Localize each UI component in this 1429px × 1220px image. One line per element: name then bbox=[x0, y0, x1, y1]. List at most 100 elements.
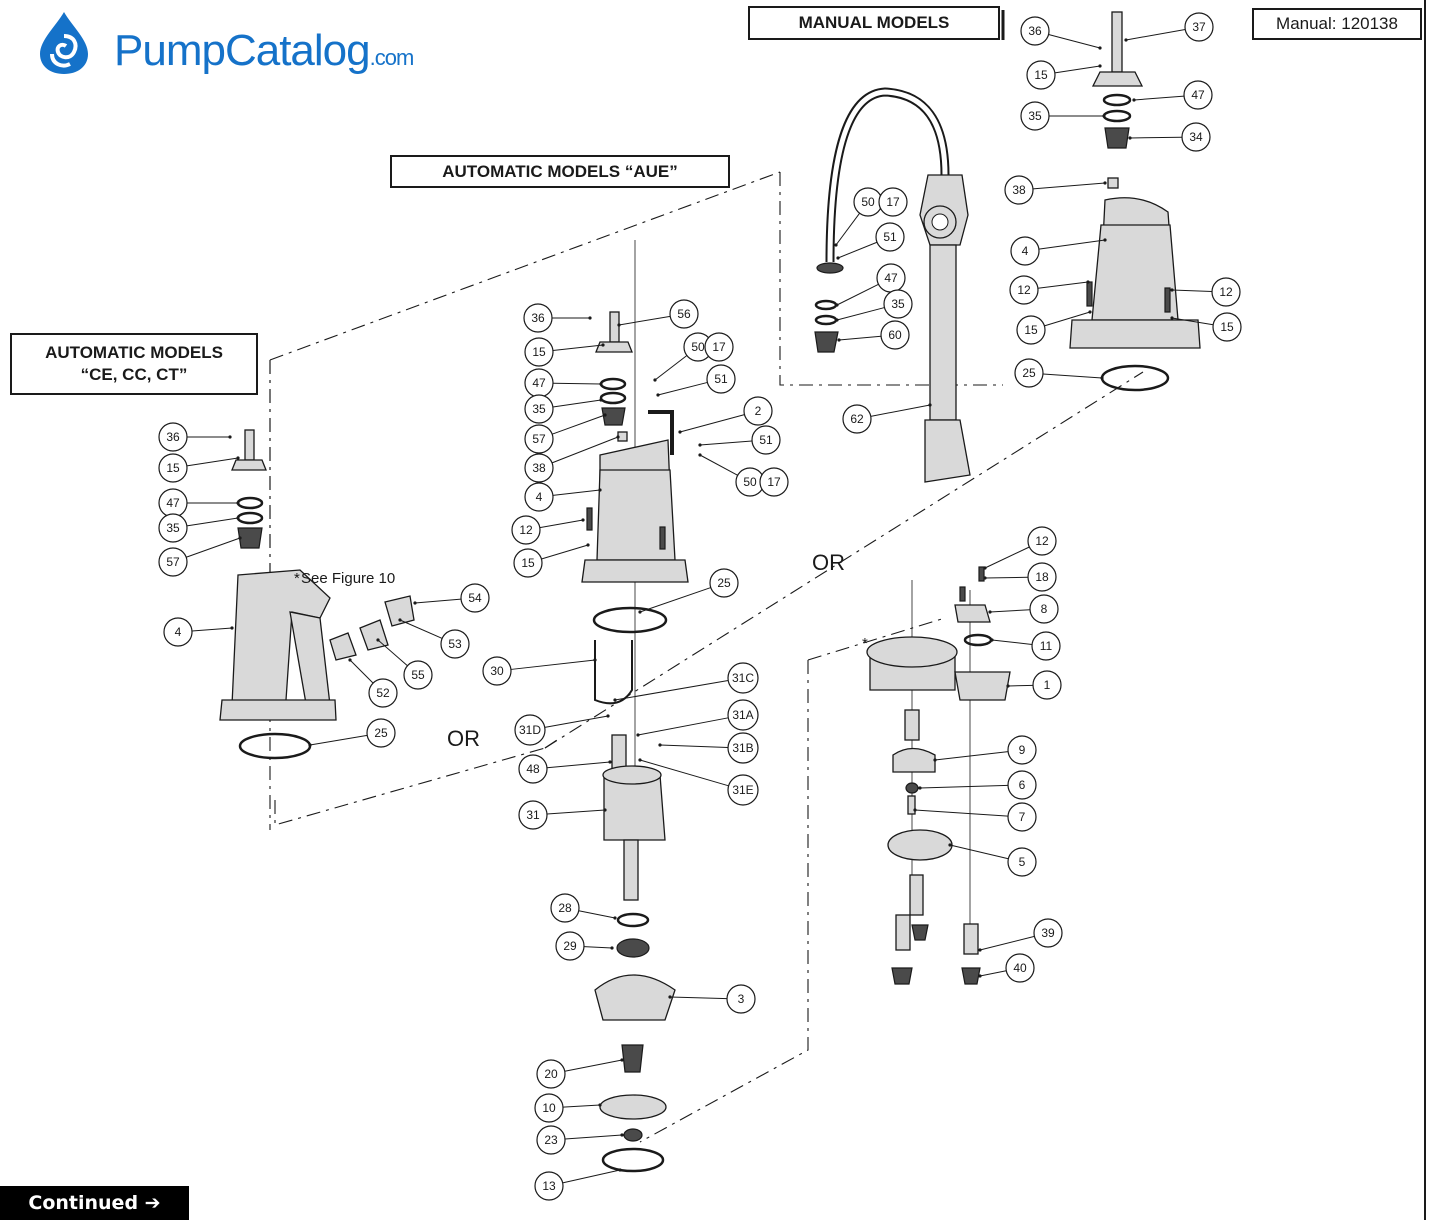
callout-label-m37: 37 bbox=[1192, 20, 1206, 34]
callout-leader-line bbox=[1129, 136, 1183, 139]
callout-leader-arrow bbox=[1098, 46, 1102, 50]
or-label-2: OR bbox=[447, 726, 480, 751]
callout-leader-arrow bbox=[1100, 376, 1104, 380]
callout-leader-arrow bbox=[586, 543, 590, 547]
callout-label-s20: 20 bbox=[544, 1067, 558, 1081]
callout-leader-arrow bbox=[933, 758, 937, 762]
callout-leader-line bbox=[979, 970, 1007, 977]
callout-label-c53: 53 bbox=[448, 637, 462, 651]
callout-bubble bbox=[1016, 315, 1046, 345]
callout-bubble bbox=[706, 364, 736, 394]
callout-leader-arrow bbox=[656, 393, 660, 397]
callout-leader-arrow bbox=[618, 1168, 622, 1172]
callout-leader-line bbox=[837, 241, 878, 259]
volute-group-outline bbox=[639, 617, 946, 1143]
callout-leader-line bbox=[552, 344, 604, 351]
callout-leader-arrow bbox=[376, 638, 380, 642]
callout-leader-arrow bbox=[598, 1103, 602, 1107]
callout-leader-line bbox=[562, 1169, 621, 1184]
callout-bubble bbox=[158, 547, 188, 577]
aue-group-outline bbox=[269, 171, 1003, 826]
callout-label-a50a: 50 bbox=[691, 340, 705, 354]
callout-bubble bbox=[513, 548, 543, 578]
callout-label-g11: 11 bbox=[1040, 639, 1053, 653]
callout-bubble bbox=[524, 482, 554, 512]
callout-bubble bbox=[751, 425, 781, 455]
callout-bubble bbox=[1004, 175, 1034, 205]
callout-label-s23: 23 bbox=[544, 1133, 558, 1147]
callout-bubble bbox=[518, 800, 548, 830]
callout-leader-line bbox=[1054, 65, 1101, 74]
callout-leader-arrow bbox=[598, 488, 602, 492]
callout-label-f35: 35 bbox=[891, 297, 905, 311]
callout-leader-line bbox=[1171, 317, 1214, 326]
callout-leader-line bbox=[914, 809, 1009, 817]
callout-bubble bbox=[518, 754, 548, 784]
callout-leader-line bbox=[564, 1059, 623, 1072]
callout-bubble bbox=[727, 732, 759, 764]
callout-bubble bbox=[550, 893, 580, 923]
callout-leader-arrow bbox=[610, 946, 614, 950]
callout-label-g18: 18 bbox=[1035, 570, 1049, 584]
section-title-auto-ce-line1: AUTOMATIC MODELS bbox=[45, 343, 223, 362]
callout-leader-arrow bbox=[983, 566, 987, 570]
callout-leader-line bbox=[309, 734, 368, 746]
callout-bubble bbox=[875, 222, 905, 252]
callout-leader-arrow bbox=[698, 443, 702, 447]
brand-name-main: PumpCatalog bbox=[114, 26, 371, 75]
callout-label-m38: 38 bbox=[1012, 183, 1026, 197]
callout-label-s28: 28 bbox=[558, 901, 572, 915]
callout-bubble bbox=[514, 714, 546, 746]
callout-bubble bbox=[883, 289, 913, 319]
callout-leader-arrow bbox=[698, 453, 702, 457]
callout-leader-arrow bbox=[990, 638, 994, 642]
callout-bubble bbox=[1031, 631, 1061, 661]
callout-leader-arrow bbox=[603, 413, 607, 417]
callout-leader-line bbox=[551, 436, 619, 464]
callout-leader-arrow bbox=[1098, 64, 1102, 68]
callout-label-g1: 1 bbox=[1044, 678, 1051, 692]
callout-leader-arrow bbox=[230, 626, 234, 630]
callout-label-c52: 52 bbox=[376, 686, 390, 700]
callout-leader-line bbox=[546, 809, 606, 815]
callout-leader-arrow bbox=[1088, 310, 1092, 314]
callout-bubble bbox=[536, 1059, 566, 1089]
callout-leader-line bbox=[1007, 684, 1034, 687]
continued-button[interactable]: Continued ➔ bbox=[0, 1186, 189, 1220]
callout-leader-arrow bbox=[1102, 114, 1106, 118]
callout-leader-arrow bbox=[236, 516, 240, 520]
callout-leader-arrow bbox=[918, 786, 922, 790]
callout-bubble bbox=[403, 660, 433, 690]
callout-bubble bbox=[524, 453, 554, 483]
callout-bubble bbox=[1212, 312, 1242, 342]
callout-bubble bbox=[1032, 670, 1062, 700]
callout-leader-line bbox=[377, 639, 408, 667]
callout-leader-line bbox=[639, 587, 711, 613]
callout-label-a50b: 50 bbox=[743, 475, 757, 489]
callout-leader-line bbox=[699, 440, 753, 446]
callout-bubble bbox=[1027, 526, 1057, 556]
callout-leader-line bbox=[562, 1104, 601, 1108]
callout-leader-line bbox=[552, 399, 602, 408]
callout-label-s31D: 31D bbox=[519, 723, 541, 737]
callout-leader-arrow bbox=[658, 743, 662, 747]
callout-bubble bbox=[1033, 918, 1063, 948]
callout-leader-arrow bbox=[617, 323, 621, 327]
callout-label-a47: 47 bbox=[532, 376, 546, 390]
callout-bubble bbox=[1007, 802, 1037, 832]
brand-name: PumpCatalog.com bbox=[114, 26, 414, 76]
brand-logo[interactable]: PumpCatalog.com bbox=[30, 8, 430, 80]
callout-leader-line bbox=[1133, 95, 1185, 101]
callout-label-s30: 30 bbox=[490, 664, 504, 678]
aue-motor-and-shaft bbox=[594, 640, 676, 1173]
callout-label-a35: 35 bbox=[532, 402, 546, 416]
callout-leader-line bbox=[1048, 34, 1101, 49]
callout-label-a15a: 15 bbox=[532, 345, 546, 359]
callout-leader-arrow bbox=[835, 318, 839, 322]
callout-leader-arrow bbox=[616, 435, 620, 439]
callout-label-a36: 36 bbox=[531, 311, 545, 325]
callout-leader-line bbox=[679, 414, 745, 433]
callout-bubble bbox=[440, 629, 470, 659]
callout-leader-arrow bbox=[620, 1058, 624, 1062]
